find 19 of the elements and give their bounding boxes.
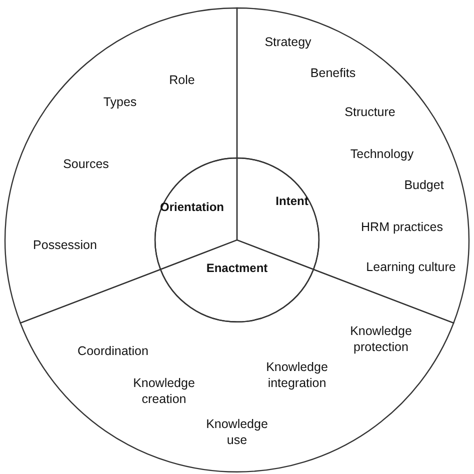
- item-label: Knowledge protection: [349, 323, 413, 355]
- item-label: Benefits: [309, 65, 357, 81]
- item-label: Types: [102, 94, 138, 110]
- item-label: Technology: [349, 146, 415, 162]
- item-label: Possession: [32, 237, 98, 253]
- item-label: HRM practices: [360, 219, 444, 235]
- item-label: Learning culture: [365, 259, 457, 275]
- item-label: Coordination: [76, 343, 150, 359]
- item-label: Knowledge use: [205, 416, 269, 448]
- item-label: Role: [168, 72, 196, 88]
- item-label: Strategy: [264, 34, 312, 50]
- item-label: Knowledge creation: [132, 375, 196, 407]
- item-label: Sources: [62, 156, 110, 172]
- item-label: Structure: [344, 104, 396, 120]
- item-label: Knowledge integration: [265, 359, 329, 391]
- circle-sector: [160, 240, 314, 322]
- item-label: Budget: [403, 177, 445, 193]
- dimension-heading: Intent: [274, 193, 310, 209]
- dimension-heading: Enactment: [205, 260, 269, 276]
